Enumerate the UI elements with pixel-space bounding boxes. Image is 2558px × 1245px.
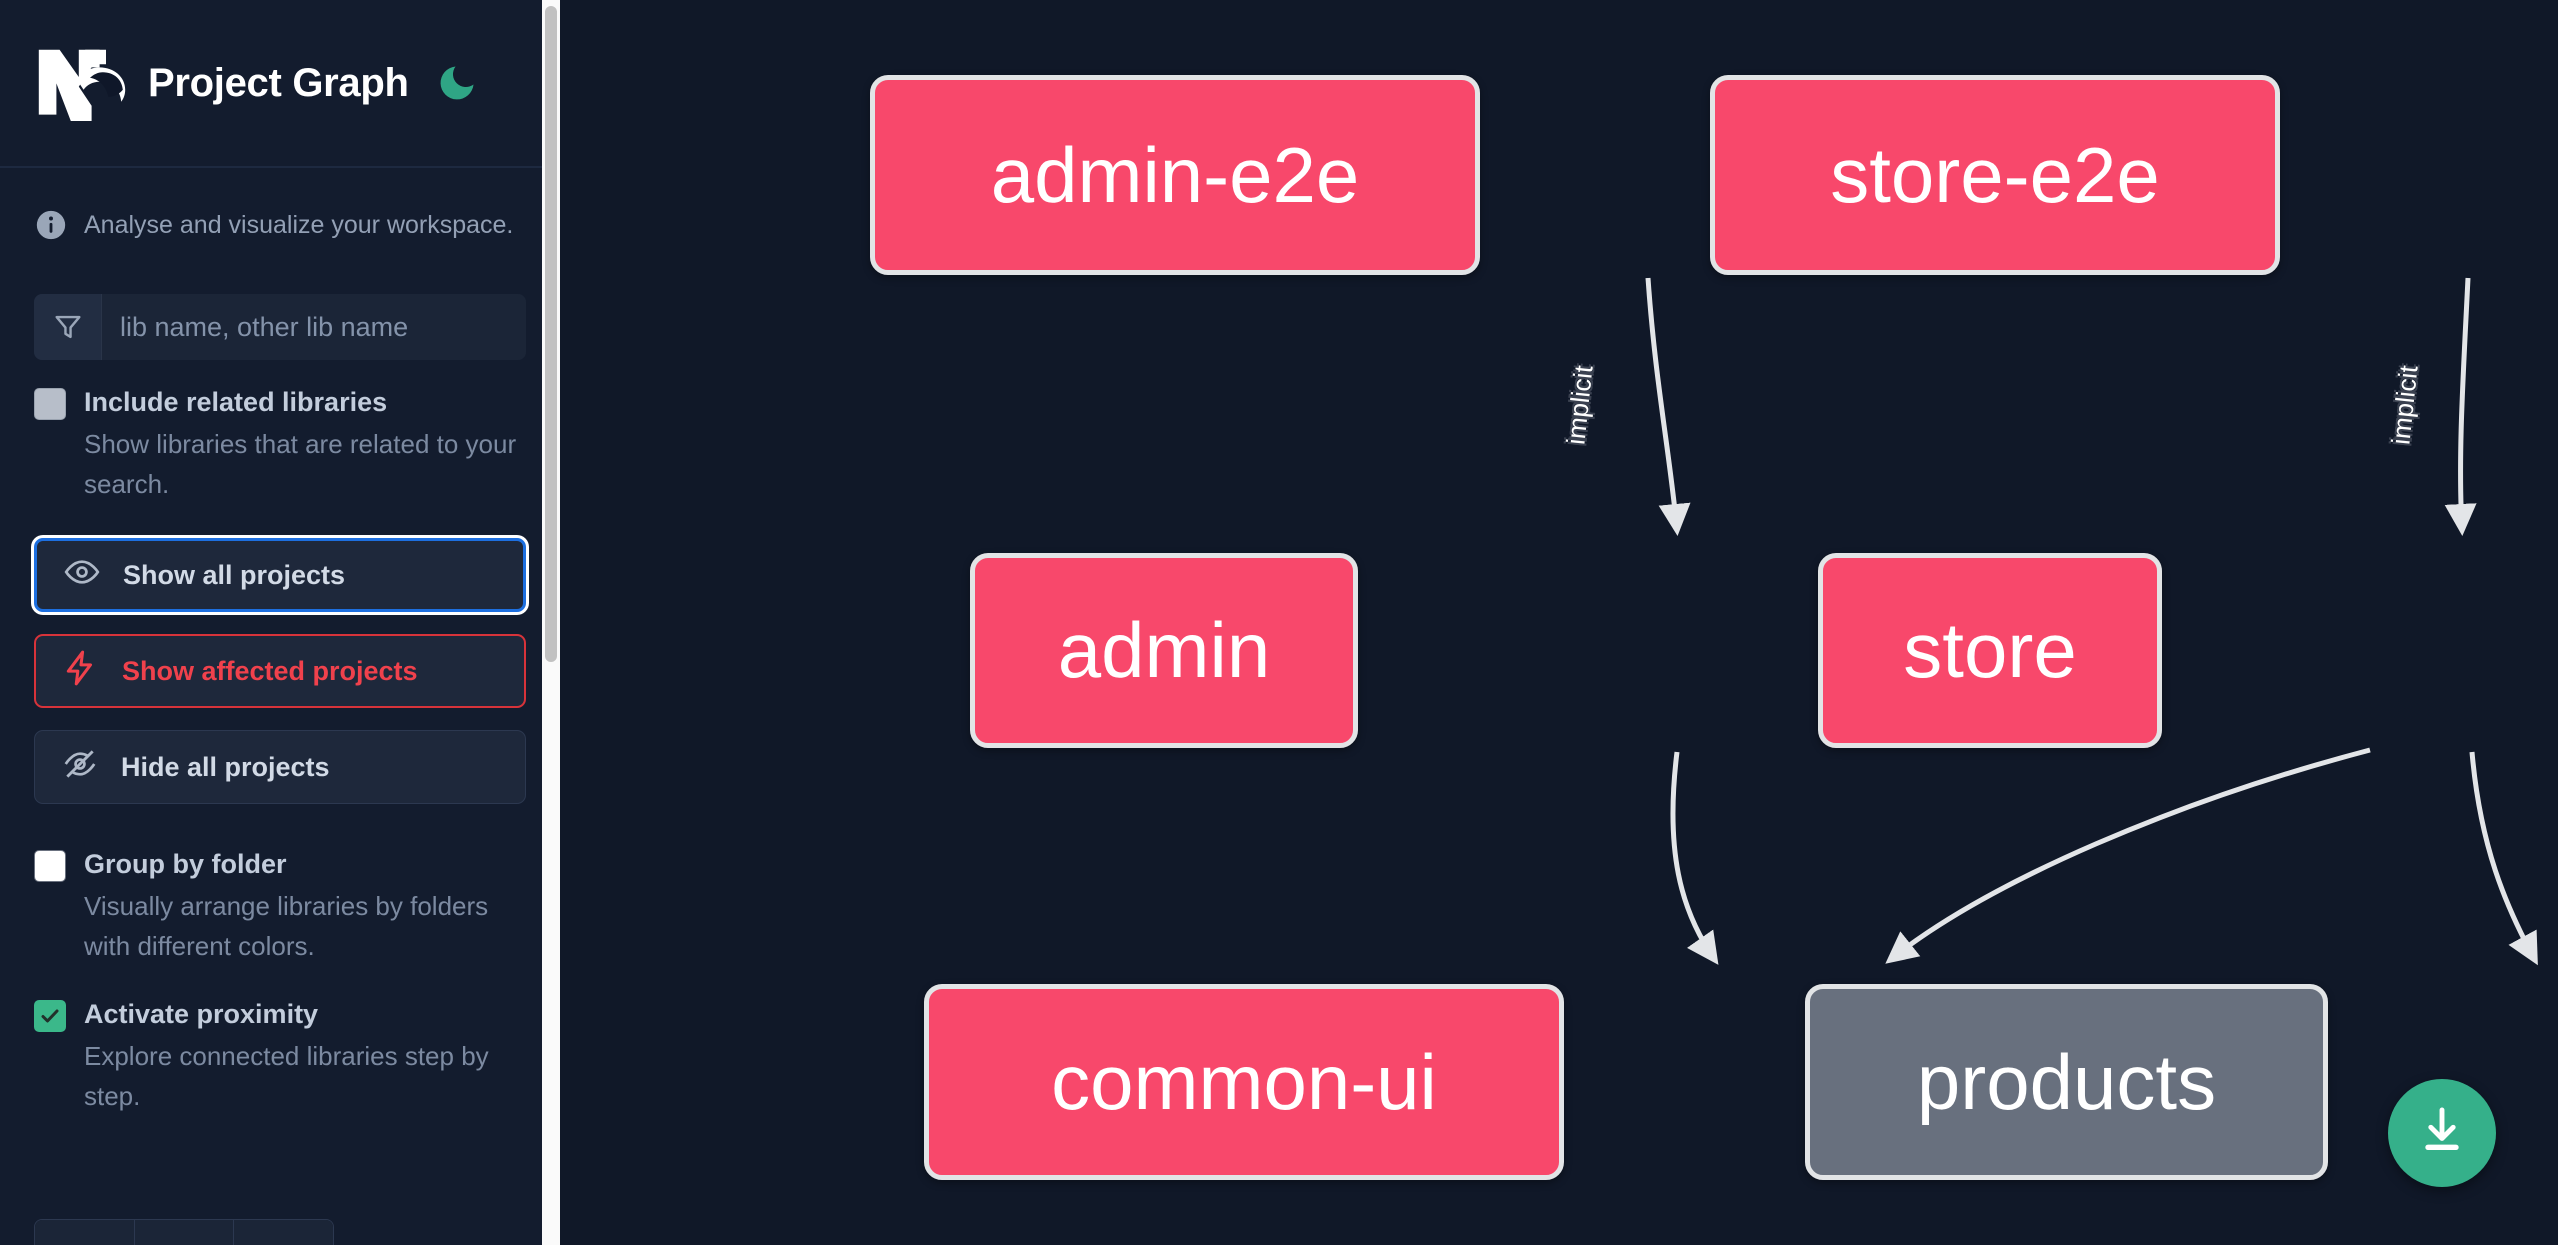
show-all-projects-button[interactable]: Show all projects [34, 538, 526, 612]
checkbox-label: Include related libraries [84, 387, 388, 417]
activate-proximity-checkbox[interactable] [34, 1000, 66, 1032]
checkbox-description: Show libraries that are related to your … [84, 429, 517, 499]
sidebar: Project Graph Analyse and visualize yo [0, 0, 560, 1245]
checkbox-activate-proximity[interactable]: Activate proximity Explore connected lib… [0, 966, 560, 1116]
segment-3[interactable] [234, 1220, 333, 1245]
graph-node-store[interactable]: store [1818, 553, 2162, 748]
search-input[interactable] [102, 294, 526, 360]
graph-node-store-e2e[interactable]: store-e2e [1710, 75, 2280, 275]
graph-edges-layer [1645, 277, 2538, 966]
checkbox-description: Explore connected libraries step by step… [84, 1041, 489, 1111]
segment-2[interactable] [134, 1220, 235, 1245]
edge-store-products [2469, 751, 2538, 966]
analyse-row: Analyse and visualize your workspace. [0, 168, 560, 242]
info-circle-icon [34, 208, 68, 242]
checkbox-description: Visually arrange libraries by folders wi… [84, 891, 489, 961]
moon-icon[interactable] [431, 57, 483, 109]
group-by-folder-checkbox[interactable] [34, 850, 66, 882]
node-label: products [1916, 1037, 2217, 1126]
edge-store-common-ui [1885, 747, 2371, 964]
nx-logo-icon [34, 45, 130, 121]
graph-node-admin-e2e[interactable]: admin-e2e [870, 75, 1480, 275]
sidebar-header: Project Graph [0, 0, 560, 168]
button-label: Hide all projects [121, 751, 330, 782]
checkbox-label: Activate proximity [84, 999, 319, 1029]
edge-admin-e2e-admin [1645, 277, 1691, 536]
node-label: admin-e2e [990, 130, 1360, 219]
node-label: store [1903, 606, 2077, 694]
edge-store-e2e-store [2444, 277, 2477, 536]
bottom-segmented-control[interactable] [34, 1219, 334, 1245]
button-label: Show all projects [123, 559, 346, 590]
graph-node-products[interactable]: products [1805, 984, 2328, 1180]
page-title: Project Graph [148, 60, 409, 105]
eye-slash-icon [61, 745, 99, 790]
segment-1[interactable] [35, 1220, 135, 1245]
download-image-button[interactable] [2388, 1079, 2496, 1187]
node-label: common-ui [1051, 1037, 1437, 1126]
checkbox-label: Group by folder [84, 849, 287, 879]
checkbox-include-related-libraries[interactable]: Include related libraries Show libraries… [0, 360, 560, 504]
funnel-filter-icon[interactable] [34, 294, 102, 360]
checkbox-group-by-folder[interactable]: Group by folder Visually arrange librari… [0, 804, 560, 966]
filter-input-wrapper [34, 294, 526, 360]
sidebar-scrollbar[interactable] [542, 0, 560, 1245]
analyse-text: Analyse and visualize your workspace. [84, 210, 514, 239]
show-affected-projects-button[interactable]: Show affected projects [34, 634, 526, 708]
eye-icon [63, 553, 101, 598]
download-icon [2414, 1103, 2470, 1164]
button-label: Show affected projects [122, 655, 418, 686]
graph-node-admin[interactable]: admin [970, 553, 1358, 748]
edge-admin-common-ui [1670, 751, 1719, 965]
graph-node-common-ui[interactable]: common-ui [924, 984, 1564, 1180]
graph-canvas[interactable]: admin-e2e store-e2e admin store common-u… [560, 0, 2558, 1245]
hide-all-projects-button[interactable]: Hide all projects [34, 730, 526, 804]
sidebar-scrollbar-thumb[interactable] [545, 6, 557, 662]
lightning-icon [62, 649, 100, 694]
node-label: admin [1057, 606, 1271, 694]
node-label: store-e2e [1830, 130, 2160, 219]
visibility-button-group: Show all projects Show affected projects [0, 504, 560, 804]
include-related-libraries-checkbox[interactable] [34, 388, 66, 420]
